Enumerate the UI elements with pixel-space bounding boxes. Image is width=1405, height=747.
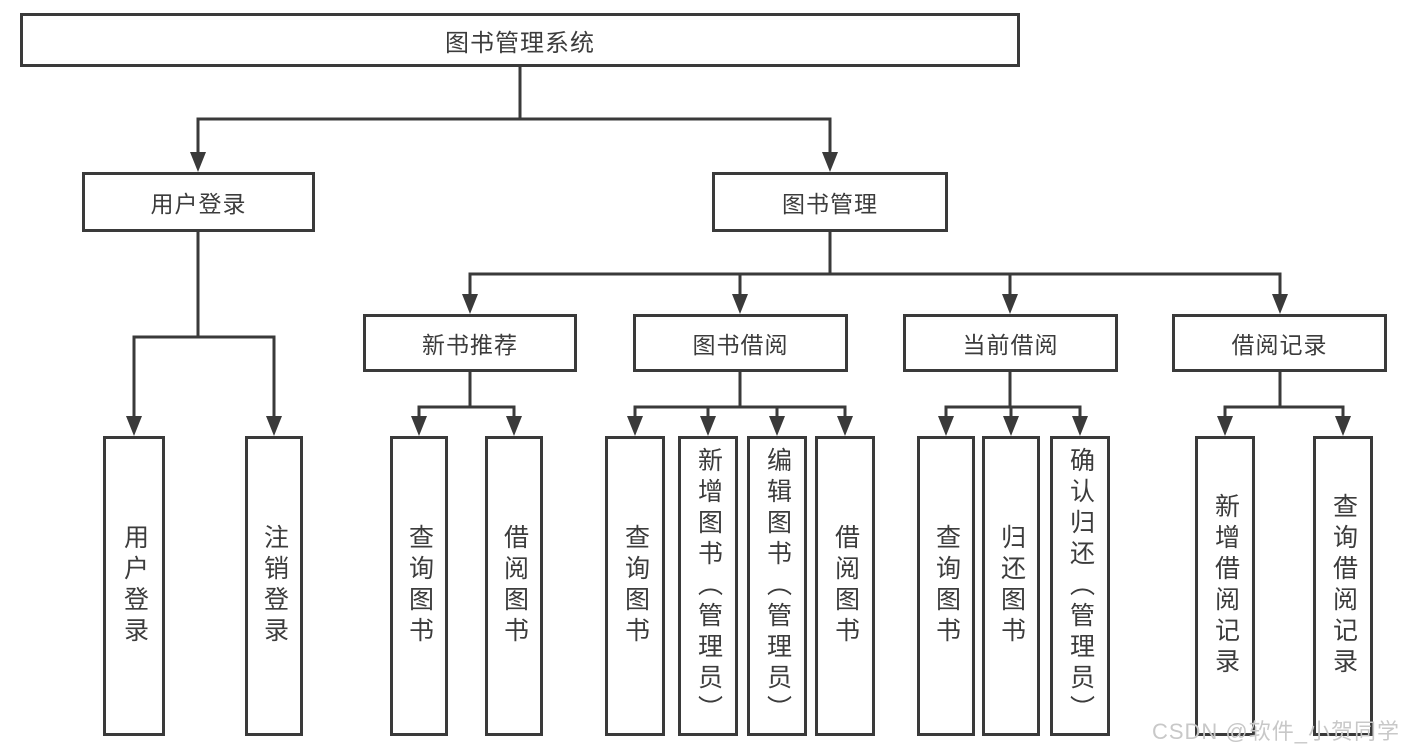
leaf-add-borrow-record: 新增借阅记录 <box>1195 436 1255 736</box>
node-label: 借阅图书 <box>500 524 529 648</box>
leaf-query-books-3: 查询图书 <box>917 436 975 736</box>
leaf-query-borrow-record: 查询借阅记录 <box>1313 436 1373 736</box>
node-label: 查询图书 <box>932 524 961 648</box>
leaf-query-books-1: 查询图书 <box>390 436 448 736</box>
leaf-edit-books-admin: 编辑图书（管理员） <box>747 436 807 736</box>
node-new-book-recommend: 新书推荐 <box>363 314 577 372</box>
node-label: 编辑图书（管理员） <box>763 446 792 726</box>
node-book-borrowing: 图书借阅 <box>633 314 848 372</box>
node-label: 借阅图书 <box>831 524 860 648</box>
node-library-management-system: 图书管理系统 <box>20 13 1020 67</box>
csdn-watermark: CSDN @软件_小贺同学 <box>1151 719 1400 744</box>
node-label: 查询借阅记录 <box>1329 493 1358 679</box>
node-label: 图书借阅 <box>692 332 789 358</box>
node-label: 查询图书 <box>621 524 650 648</box>
node-label: 新增借阅记录 <box>1211 493 1240 679</box>
node-label: 用户登录 <box>150 191 247 217</box>
leaf-return-books: 归还图书 <box>982 436 1040 736</box>
leaf-borrow-books-2: 借阅图书 <box>815 436 875 736</box>
node-current-borrowing: 当前借阅 <box>903 314 1118 372</box>
leaf-logout: 注销登录 <box>245 436 303 736</box>
node-label: 查询图书 <box>405 524 434 648</box>
leaf-borrow-books-1: 借阅图书 <box>485 436 543 736</box>
node-label: 新增图书（管理员） <box>694 446 723 726</box>
leaf-user-login: 用户登录 <box>103 436 165 736</box>
arrowheads <box>126 152 1351 436</box>
node-label: 图书管理 <box>782 191 878 217</box>
leaf-query-books-2: 查询图书 <box>605 436 665 736</box>
leaf-confirm-return-admin: 确认归还（管理员） <box>1050 436 1110 736</box>
node-label: 借阅记录 <box>1231 332 1328 358</box>
node-label: 用户登录 <box>120 524 149 648</box>
node-label: 当前借阅 <box>962 332 1059 358</box>
leaf-add-books-admin: 新增图书（管理员） <box>678 436 738 736</box>
node-label: 注销登录 <box>260 524 289 648</box>
node-label: 新书推荐 <box>422 332 518 358</box>
node-user-login: 用户登录 <box>82 172 315 232</box>
node-book-management: 图书管理 <box>712 172 948 232</box>
node-label: 归还图书 <box>997 524 1026 648</box>
node-borrowing-records: 借阅记录 <box>1172 314 1387 372</box>
node-label: 图书管理系统 <box>445 29 595 57</box>
node-label: 确认归还（管理员） <box>1066 446 1095 726</box>
